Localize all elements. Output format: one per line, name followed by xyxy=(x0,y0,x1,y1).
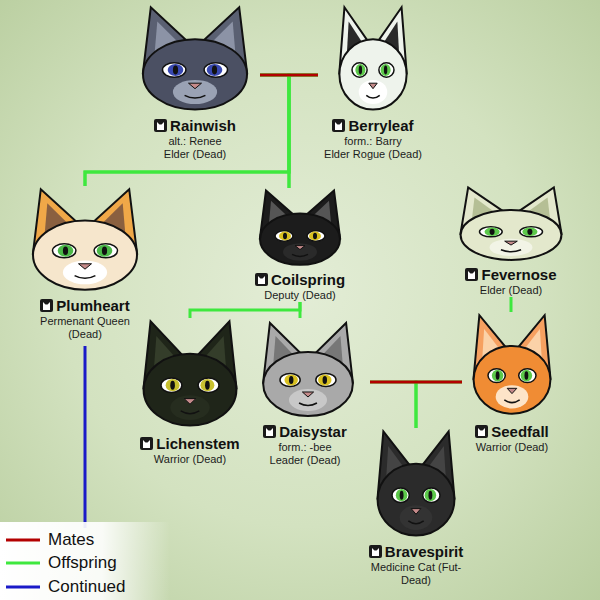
name-row: Lichenstem xyxy=(140,434,239,453)
offspring-line xyxy=(299,302,302,318)
cat-status: Elder Rogue (Dead) xyxy=(324,148,422,161)
cat-status: form.: Barry xyxy=(344,135,401,148)
icon-cat xyxy=(43,302,50,310)
cat-status: Permenant Queen (Dead) xyxy=(35,315,135,341)
cat-status: form.: -bee xyxy=(278,441,331,454)
cat-name: Fevernose xyxy=(481,265,556,284)
cat-entry: Rainwishalt.: ReneeElder (Dead) xyxy=(130,4,260,161)
offspring-line xyxy=(85,75,318,186)
icon-ground xyxy=(369,545,382,558)
cat-entry: CoilspringDeputy (Dead) xyxy=(245,188,355,302)
legend-line xyxy=(6,539,40,542)
offspring-line xyxy=(85,75,289,186)
cat-name: Lichenstem xyxy=(156,434,239,453)
cat-face xyxy=(263,323,353,416)
legend-line xyxy=(6,562,40,565)
gender-icon xyxy=(154,119,167,132)
cat-name: Plumheart xyxy=(56,296,129,315)
cat-entry: Berryleafform.: BarryElder Rogue (Dead) xyxy=(318,4,428,161)
icon-cat xyxy=(258,276,265,284)
icon-ground xyxy=(255,273,268,286)
icon-cat xyxy=(266,428,273,436)
cat-name: Berryleaf xyxy=(348,116,413,135)
gender-icon xyxy=(40,299,53,312)
name-row: Plumheart xyxy=(40,296,129,315)
icon-cat xyxy=(372,548,379,556)
gender-icon xyxy=(465,268,478,281)
gender-icon xyxy=(263,425,276,438)
cat-face xyxy=(339,7,406,109)
cat-face xyxy=(260,190,340,264)
cat-status: alt.: Renee xyxy=(168,135,221,148)
cat-name: Bravespirit xyxy=(385,542,463,561)
name-row: Seedfall xyxy=(475,422,549,441)
cat-status: Warrior (Dead) xyxy=(476,441,548,454)
offspring-line xyxy=(416,382,462,428)
name-row: Daisystar xyxy=(263,422,347,441)
gender-icon xyxy=(369,545,382,558)
name-row: Rainwish xyxy=(154,116,236,135)
cat-name: Daisystar xyxy=(279,422,347,441)
offspring-line xyxy=(510,297,513,312)
icon-ground xyxy=(154,119,167,132)
icon-ground xyxy=(465,268,478,281)
offspring-line xyxy=(190,302,300,318)
icon-ground xyxy=(475,425,488,438)
mates-line xyxy=(260,74,318,77)
icon-cat xyxy=(335,122,342,130)
legend-line xyxy=(6,586,40,589)
offspring-line xyxy=(289,75,318,188)
cat-face xyxy=(474,315,551,414)
gender-icon xyxy=(475,425,488,438)
icon-cat xyxy=(143,440,150,448)
cat-face xyxy=(461,187,562,260)
cat-status: Deputy (Dead) xyxy=(264,289,336,302)
icon-ground xyxy=(40,299,53,312)
name-row: Coilspring xyxy=(255,270,345,289)
cat-entry: PlumheartPermenant Queen (Dead) xyxy=(20,186,150,341)
cat-status: Elder (Dead) xyxy=(480,284,542,297)
cat-status: Medicine Cat (Fut-Dead) xyxy=(366,561,466,587)
cat-name: Rainwish xyxy=(170,116,236,135)
cat-face xyxy=(378,431,455,535)
cat-status: Elder (Dead) xyxy=(164,148,226,161)
gender-icon xyxy=(332,119,345,132)
mates-line xyxy=(370,381,462,384)
icon-cat xyxy=(468,271,475,279)
icon-cat xyxy=(157,122,164,130)
cat-entry: LichenstemWarrior (Dead) xyxy=(130,318,250,466)
legend-label: Mates xyxy=(48,530,94,550)
cat-entry: SeedfallWarrior (Dead) xyxy=(462,312,562,454)
offspring-line xyxy=(370,382,416,428)
name-row: Bravespirit xyxy=(369,542,463,561)
cat-status: Warrior (Dead) xyxy=(154,453,226,466)
cat-entry: FevernoseElder (Dead) xyxy=(448,185,574,297)
icon-cat xyxy=(478,428,485,436)
gender-icon xyxy=(140,437,153,450)
name-row: Fevernose xyxy=(465,265,556,284)
cat-entry: Daisystarform.: -beeLeader (Dead) xyxy=(240,318,370,467)
cat-name: Seedfall xyxy=(491,422,549,441)
legend-label: Offspring xyxy=(48,553,117,573)
cat-face xyxy=(143,7,247,109)
gender-icon xyxy=(255,273,268,286)
cat-face xyxy=(144,321,237,425)
cat-entry: BravespiritMedicine Cat (Fut-Dead) xyxy=(361,428,471,587)
cat-face xyxy=(33,189,137,289)
legend-panel xyxy=(0,522,170,600)
cat-name: Coilspring xyxy=(271,270,345,289)
continued-line xyxy=(84,346,87,528)
cat-status: Leader (Dead) xyxy=(270,454,341,467)
icon-ground xyxy=(332,119,345,132)
name-row: Berryleaf xyxy=(332,116,413,135)
icon-ground xyxy=(263,425,276,438)
icon-ground xyxy=(140,437,153,450)
legend-label: Continued xyxy=(48,577,126,597)
